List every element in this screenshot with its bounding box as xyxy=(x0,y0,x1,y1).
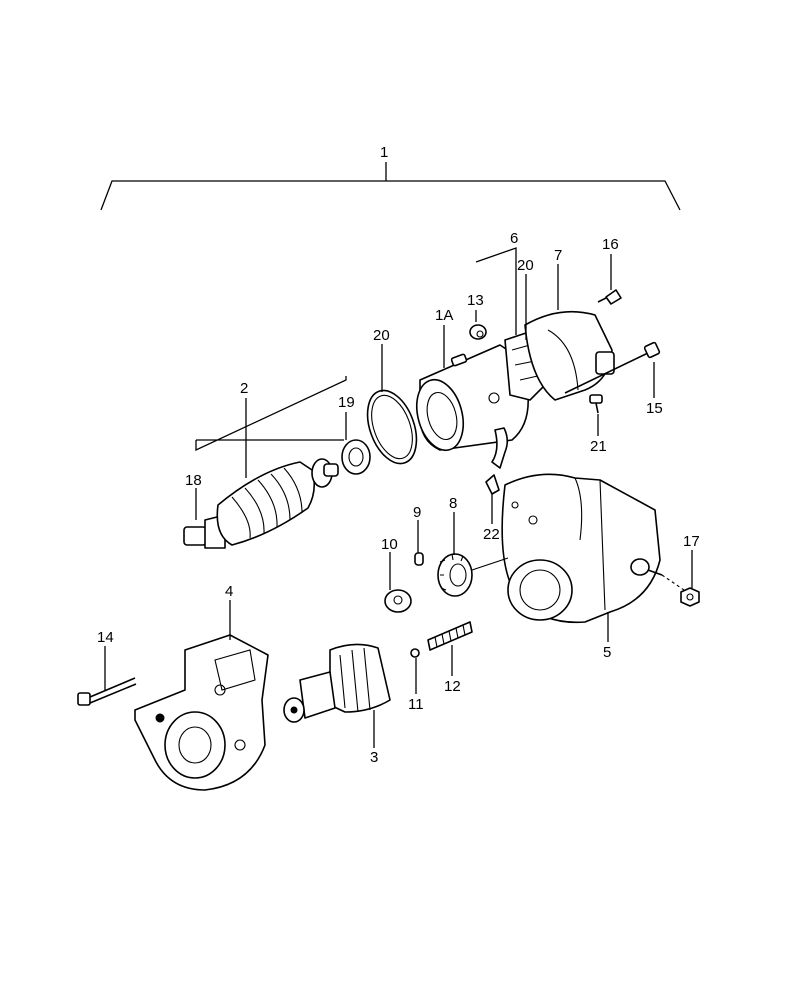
o-ring xyxy=(366,389,418,465)
callout-4: 4 xyxy=(225,583,233,600)
terminal-nut xyxy=(680,587,700,607)
callout-6: 6 xyxy=(510,230,518,247)
callout-5: 5 xyxy=(603,644,611,661)
callout-17: 17 xyxy=(683,533,700,550)
retainer xyxy=(384,589,412,613)
callout-10: 10 xyxy=(381,536,398,553)
front-housing xyxy=(134,634,269,791)
steel-ball xyxy=(410,648,420,658)
armature xyxy=(183,458,339,549)
bearing xyxy=(341,439,371,475)
yoke-housing xyxy=(415,344,529,452)
callout-21: 21 xyxy=(590,438,607,455)
leader-lines xyxy=(104,247,693,748)
callout-12: 12 xyxy=(444,678,461,695)
callout-2: 2 xyxy=(240,380,248,397)
callout-20-brush: 20 xyxy=(517,257,534,274)
return-spring xyxy=(427,621,473,651)
housing-bolt xyxy=(77,677,137,706)
callout-18: 18 xyxy=(185,472,202,489)
magnetic-switch-housing xyxy=(501,473,661,624)
screw-21 xyxy=(589,394,603,414)
callout-8: 8 xyxy=(449,495,457,512)
callout-16: 16 xyxy=(602,236,619,253)
callout-3: 3 xyxy=(370,749,378,766)
insulator-nut xyxy=(469,324,487,340)
callout-14: 14 xyxy=(97,629,114,646)
screw-16 xyxy=(597,289,622,305)
callout-13: 13 xyxy=(467,292,484,309)
callout-1: 1 xyxy=(380,144,388,161)
callout-19: 19 xyxy=(338,394,355,411)
rear-end-frame xyxy=(524,310,615,401)
pin xyxy=(414,552,424,566)
callout-15: 15 xyxy=(646,400,663,417)
terminal-bolt xyxy=(630,558,685,591)
callout-9: 9 xyxy=(413,504,421,521)
callout-11: 11 xyxy=(408,696,424,713)
callout-1a: 1A xyxy=(435,307,453,324)
through-bolt xyxy=(564,341,661,394)
callout-7: 7 xyxy=(554,247,562,264)
idle-gear xyxy=(437,553,473,597)
callout-20-oring: 20 xyxy=(373,327,390,344)
overrunning-clutch xyxy=(283,643,391,723)
assembly-bracket xyxy=(100,162,681,211)
callout-22: 22 xyxy=(483,526,500,543)
